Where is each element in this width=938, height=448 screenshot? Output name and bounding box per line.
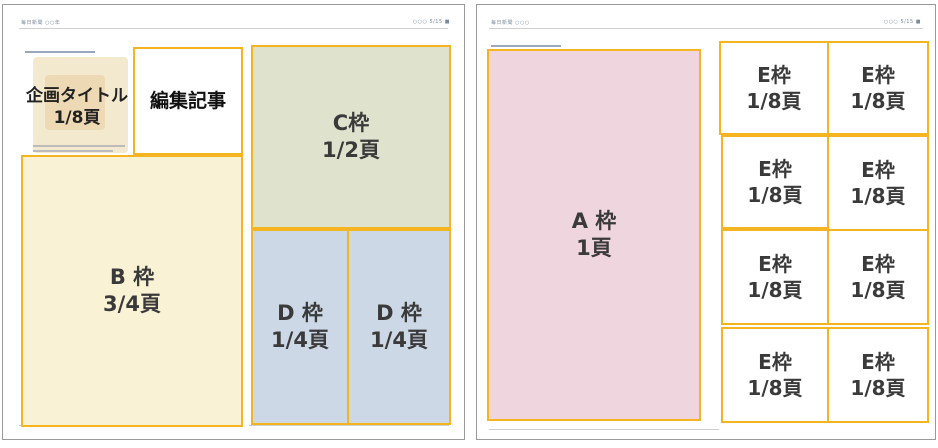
plan-title-caption-line: [25, 51, 95, 53]
slot-e-8-label: E枠 1/8頁: [850, 350, 906, 400]
plan-title-text-line: [33, 145, 125, 147]
plan-title-text-line: [33, 150, 113, 152]
plan-title-artwork-figure: [45, 75, 105, 130]
slot-e-4-label: E枠 1/8頁: [850, 158, 906, 208]
slot-e-6-label: E枠 1/8頁: [850, 252, 906, 302]
left-header-rule: [19, 28, 448, 29]
slot-e-6: E枠 1/8頁: [827, 229, 929, 325]
slot-e-1-label: E枠 1/8頁: [746, 63, 802, 113]
slot-e-1: E枠 1/8頁: [719, 41, 829, 135]
slot-d-2-label: D 枠 1/4頁: [370, 300, 428, 352]
slot-d-1-label: D 枠 1/4頁: [271, 300, 329, 352]
slot-c-label: C枠 1/2頁: [322, 110, 380, 162]
slot-e-7: E枠 1/8頁: [721, 327, 829, 423]
left-page: 毎日新聞 ○○年 ○○○ 5/15 ■ 企画タイトル 1/8頁 編集記事 B 枠…: [2, 4, 465, 440]
slot-e-8: E枠 1/8頁: [827, 327, 929, 423]
right-page-header-right: ○○○ 5/15 ■: [883, 19, 921, 25]
slot-a-label: A 枠 1頁: [571, 208, 617, 260]
left-page-header-left: 毎日新聞 ○○年: [21, 20, 61, 26]
slot-a: A 枠 1頁: [487, 49, 701, 421]
slot-e-4: E枠 1/8頁: [827, 135, 929, 231]
slot-d-1: D 枠 1/4頁: [251, 229, 349, 425]
slot-e-2-label: E枠 1/8頁: [850, 63, 906, 113]
plan-title-slot: 企画タイトル 1/8頁: [17, 57, 137, 157]
slot-e-5-label: E枠 1/8頁: [747, 252, 803, 302]
right-page: 毎日新聞 ○○○ ○○○ 5/15 ■ A 枠 1頁 E枠 1/8頁 E枠 1/…: [476, 4, 936, 440]
slot-b: B 枠 3/4頁: [21, 155, 243, 427]
editorial-label: 編集記事: [149, 89, 226, 112]
slot-e-7-label: E枠 1/8頁: [747, 350, 803, 400]
slot-e-5: E枠 1/8頁: [721, 229, 829, 325]
right-header-rule: [489, 28, 923, 29]
slot-c: C枠 1/2頁: [251, 45, 451, 229]
left-footer-rule-2: [249, 425, 449, 426]
plan-title-label: 企画タイトル 1/8頁: [26, 85, 128, 128]
right-page-caption-line: [491, 45, 561, 47]
slot-d-2: D 枠 1/4頁: [347, 229, 451, 425]
right-footer-rule: [489, 429, 719, 430]
editorial-slot: 編集記事: [133, 47, 243, 155]
left-page-header-right: ○○○ 5/15 ■: [412, 19, 450, 25]
slot-e-3: E枠 1/8頁: [721, 135, 829, 229]
slot-b-label: B 枠 3/4頁: [103, 264, 161, 316]
slot-e-3-label: E枠 1/8頁: [747, 157, 803, 207]
slot-e-2: E枠 1/8頁: [827, 41, 929, 135]
right-page-header-left: 毎日新聞 ○○○: [491, 20, 530, 26]
